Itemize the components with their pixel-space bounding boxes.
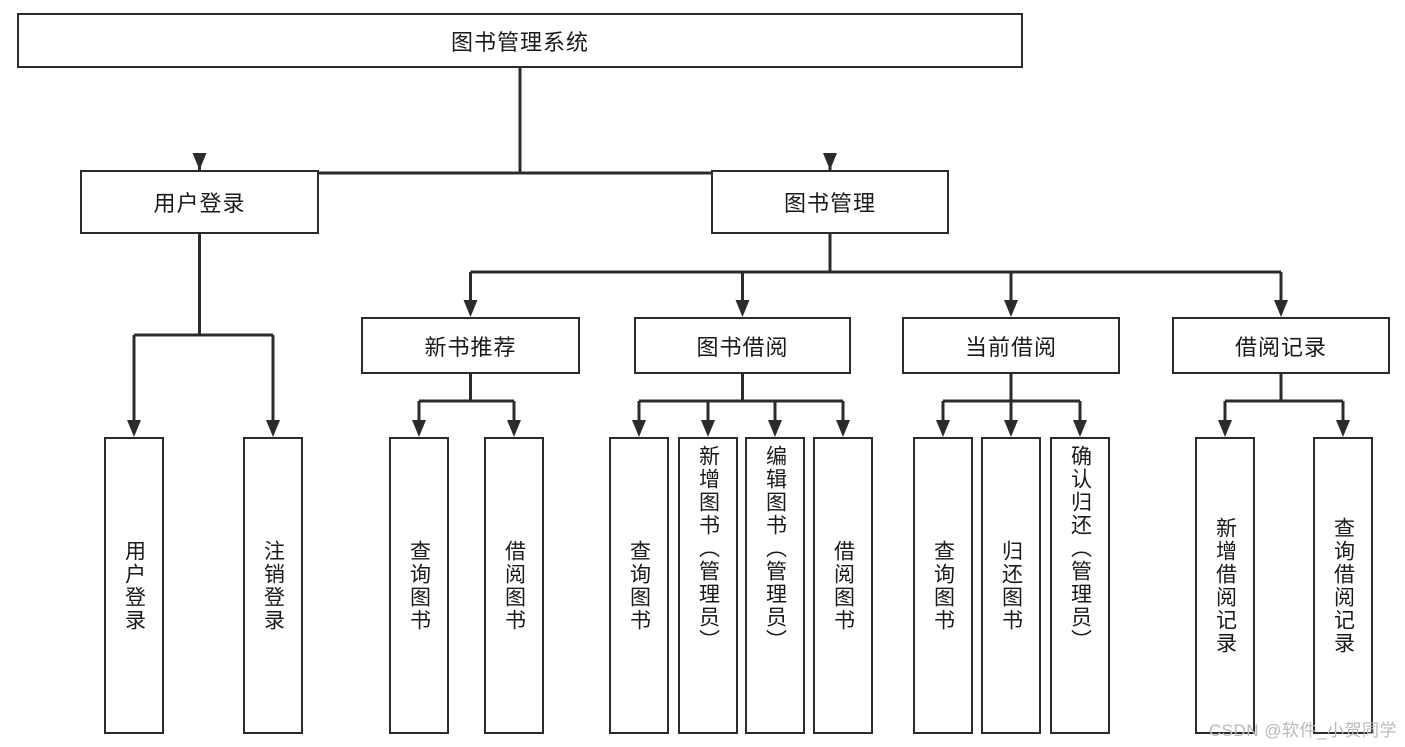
node-l10[interactable]: 归还图书: [981, 437, 1041, 734]
edge-arrowhead: [1073, 420, 1087, 437]
node-l5[interactable]: 查询图书: [609, 437, 669, 734]
node-l4[interactable]: 借阅图书: [484, 437, 544, 734]
node-newbook[interactable]: 新书推荐: [361, 317, 580, 374]
node-label: 图书管理: [783, 191, 876, 216]
node-label: 新增图书（管理员）: [696, 445, 720, 652]
node-bookmgmt[interactable]: 图书管理: [711, 170, 949, 234]
node-current[interactable]: 当前借阅: [902, 317, 1120, 374]
edge-arrowhead: [507, 420, 521, 437]
node-label: 新书推荐: [424, 334, 517, 360]
node-label: 编辑图书（管理员）: [763, 445, 787, 652]
node-l6[interactable]: 新增图书（管理员）: [678, 437, 738, 734]
edge-arrowhead: [701, 420, 715, 437]
node-l13[interactable]: 查询借阅记录: [1313, 437, 1373, 734]
node-label: 查询图书: [407, 539, 431, 632]
node-borrow[interactable]: 图书借阅: [634, 317, 851, 374]
node-l1[interactable]: 用户登录: [104, 437, 164, 734]
node-label: 借阅图书: [502, 539, 526, 632]
edge-arrowhead: [192, 153, 207, 170]
node-l2[interactable]: 注销登录: [243, 437, 303, 734]
edge-arrowhead: [1218, 420, 1232, 437]
node-label: 当前借阅: [964, 334, 1057, 360]
node-label: 查询图书: [627, 539, 651, 632]
node-l12[interactable]: 新增借阅记录: [1195, 437, 1255, 734]
edge-arrowhead: [1336, 420, 1350, 437]
node-l7[interactable]: 编辑图书（管理员）: [745, 437, 805, 734]
edge-arrowhead: [936, 420, 950, 437]
node-label: 用户登录: [122, 539, 146, 632]
node-l9[interactable]: 查询图书: [913, 437, 973, 734]
edge-arrowhead: [1004, 300, 1018, 317]
edge-arrowhead: [1274, 300, 1288, 317]
node-label: 查询借阅记录: [1331, 516, 1355, 655]
node-label: 借阅记录: [1234, 334, 1327, 360]
edge-arrowhead: [735, 300, 750, 317]
node-records[interactable]: 借阅记录: [1172, 317, 1390, 374]
node-l8[interactable]: 借阅图书: [813, 437, 873, 734]
node-label: 图书管理系统: [450, 29, 589, 55]
edge-arrowhead: [127, 420, 141, 437]
node-label: 查询图书: [931, 539, 955, 632]
edge-arrowhead: [1004, 420, 1018, 437]
edge-arrowhead: [266, 420, 280, 437]
node-label: 归还图书: [999, 539, 1023, 632]
node-l11[interactable]: 确认归还（管理员）: [1050, 437, 1110, 734]
edge-arrowhead: [412, 420, 426, 437]
node-label: 用户登录: [153, 191, 246, 216]
edge-arrowhead: [836, 420, 850, 437]
node-root[interactable]: 图书管理系统: [17, 13, 1023, 68]
edge-arrowhead: [632, 420, 646, 437]
node-label: 注销登录: [261, 539, 285, 632]
node-label: 图书借阅: [696, 334, 789, 360]
node-login[interactable]: 用户登录: [80, 170, 319, 234]
edge-arrowhead: [768, 420, 782, 437]
edge-arrowhead: [823, 153, 837, 170]
node-l3[interactable]: 查询图书: [389, 437, 449, 734]
edge-arrowhead: [463, 300, 478, 317]
node-label: 新增借阅记录: [1213, 516, 1237, 655]
node-label: 确认归还（管理员）: [1068, 445, 1092, 652]
node-label: 借阅图书: [831, 539, 855, 632]
